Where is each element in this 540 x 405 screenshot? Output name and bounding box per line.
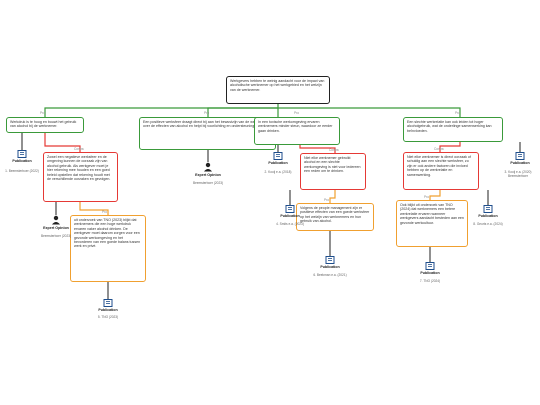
- publication-3[interactable]: Publication: [507, 152, 533, 165]
- publication-8[interactable]: Publication: [475, 205, 501, 218]
- publication-4-label: Publication: [280, 214, 300, 218]
- rebuttal-3[interactable]: Niet elke werknemer is direct oorzaak of…: [403, 152, 479, 190]
- expert-opinion-1-cite: Beemsterboer (2023): [192, 181, 224, 185]
- publication-3-label: Publication: [510, 161, 530, 165]
- rebuttal-1[interactable]: Zowel een negatieve werksfeer en de omge…: [43, 152, 118, 202]
- publication-6-label: Publication: [320, 265, 340, 269]
- publication-2-cite: 2. Kooij e.a. (2018): [264, 170, 292, 174]
- publication-4[interactable]: Publication: [277, 205, 303, 218]
- rebuttal-lines: [44, 133, 461, 153]
- publication-icon: [273, 152, 283, 160]
- root-claim[interactable]: Werkgevers hebben te weinig aandacht voo…: [226, 76, 330, 104]
- publication-1-cite: 1. Beemsterboer (2022): [5, 169, 39, 173]
- claim-3[interactable]: In een toxische werkomgeving ervaren wer…: [254, 117, 340, 145]
- publication-1-label: Publication: [12, 159, 32, 163]
- support-1-text: uit onderzoek van TNO (2023) blijkt dat …: [74, 218, 141, 249]
- rebuttal-2-tag: Contra: [329, 148, 339, 152]
- publication-icon: [103, 299, 113, 307]
- claim-4-text: Een slechte werkrelatie kan ook leiden t…: [407, 120, 492, 133]
- expert-opinion-2-label: Expert Opinion: [43, 226, 69, 230]
- publication-4-cite: 4. Smits e.a. (2023): [276, 222, 304, 226]
- rebuttal-3-text: Niet elke werknemer is direct oorzaak of…: [407, 155, 471, 177]
- evidence-lines: [21, 133, 521, 299]
- expert-opinion-2[interactable]: Expert Opinion: [39, 215, 73, 230]
- claim-1[interactable]: Werkdruk is te hoog en bouwt het gebruik…: [6, 117, 84, 133]
- claim-1-text: Werkdruk is te hoog en bouwt het gebruik…: [10, 120, 77, 129]
- publication-7-cite: 7. TNO (2024): [419, 279, 441, 283]
- rebuttal-1-text: Zowel een negatieve werksfeer en de omge…: [47, 155, 111, 182]
- support-2-tag: Pro: [324, 198, 329, 202]
- rebuttal-3-tag: Contra: [434, 147, 444, 151]
- rebuttal-2[interactable]: Niet elke werknemer gebruikt alcohol en …: [300, 153, 366, 190]
- publication-5[interactable]: Publication: [95, 299, 121, 312]
- publication-2[interactable]: Publication: [265, 152, 291, 165]
- claim-3-text: In een toxische werkomgeving ervaren wer…: [258, 120, 333, 133]
- publication-icon: [17, 150, 27, 158]
- publication-5-cite: 5. TNO (2023): [97, 315, 119, 319]
- claim-4-tag: Pro: [455, 111, 460, 115]
- claim-2-tag: Pro: [204, 111, 209, 115]
- support-3[interactable]: Ook blijkt uit onderzoek van TNO (2024) …: [396, 200, 468, 247]
- publication-icon: [285, 205, 295, 213]
- publication-6-cite: 6. Beekman e.a. (2021): [313, 273, 347, 277]
- publication-icon: [325, 256, 335, 264]
- support-lines: [79, 190, 441, 215]
- support-2[interactable]: Volgens de people management zijn er pos…: [296, 203, 374, 231]
- publication-icon: [515, 152, 525, 160]
- support-1-tag: Pro: [102, 210, 107, 214]
- publication-icon: [425, 262, 435, 270]
- publication-6[interactable]: Publication: [317, 256, 343, 269]
- connector-lines: [44, 104, 461, 117]
- expert-opinion-1[interactable]: Expert Opinion: [191, 162, 225, 177]
- expert-icon: [52, 215, 60, 225]
- claim-2[interactable]: Een positieve werksfeer draagt direct bi…: [139, 117, 276, 150]
- publication-icon: [483, 205, 493, 213]
- rebuttal-2-text: Niet elke werknemer gebruikt alcohol en …: [304, 156, 361, 174]
- rebuttal-1-tag: Contra: [74, 147, 84, 151]
- publication-2-label: Publication: [268, 161, 288, 165]
- support-3-text: Ook blijkt uit onderzoek van TNO (2024) …: [400, 203, 464, 225]
- claim-3-tag: Pro: [294, 111, 299, 115]
- claim-4[interactable]: Een slechte werkrelatie kan ook leiden t…: [403, 117, 503, 142]
- publication-5-label: Publication: [98, 308, 118, 312]
- expert-opinion-1-label: Expert Opinion: [195, 173, 221, 177]
- publication-8-cite: 8. Geurts e.a. (2024): [473, 222, 503, 226]
- support-2-text: Volgens de people management zijn er pos…: [300, 206, 370, 224]
- support-3-tag: Pro: [424, 195, 429, 199]
- expert-opinion-2-cite: Beemsterboer (2023): [40, 234, 72, 238]
- publication-8-label: Publication: [478, 214, 498, 218]
- publication-3-cite: 3. Kooij e.a. (2020) Beemsterboer: [504, 170, 532, 178]
- support-1[interactable]: uit onderzoek van TNO (2023) blijkt dat …: [70, 215, 146, 282]
- claim-1-tag: Pro: [40, 111, 45, 115]
- expert-icon: [204, 162, 212, 172]
- claim-2-text: Een positieve werksfeer draagt direct bi…: [143, 120, 269, 129]
- root-claim-text: Werkgevers hebben te weinig aandacht voo…: [230, 79, 325, 92]
- publication-7[interactable]: Publication: [417, 262, 443, 275]
- publication-7-label: Publication: [420, 271, 440, 275]
- publication-1[interactable]: Publication: [9, 150, 35, 163]
